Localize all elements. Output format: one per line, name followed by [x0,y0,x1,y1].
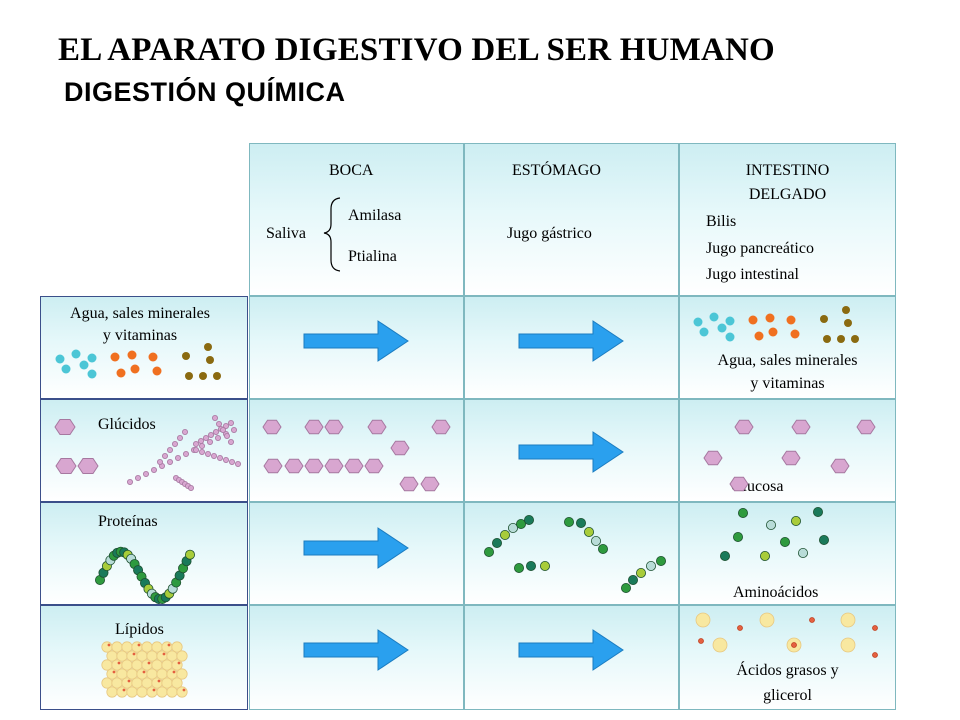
cell-proteinas-boca [249,502,464,605]
cell-lipidos-boca [249,605,464,710]
row-label-agua-line2: y vitaminas [102,327,178,344]
jugo-gastrico-label: Jugo gástrico [507,225,592,242]
enzyme-ptialina: Ptialina [348,248,397,265]
result-acidos-line1: Ácidos grasos y [736,662,839,679]
cell-agua-estomago [464,296,679,399]
page-title: EL APARATO DIGESTIVO DEL SER HUMANO [58,32,775,68]
cell-lipidos-intestino [679,605,896,710]
cell-proteinas-estomago [464,502,679,605]
cell-proteinas-intestino [679,502,896,605]
result-acidos-line2: glicerol [763,687,812,704]
enzyme-amilasa: Amilasa [348,207,402,224]
header-cell-boca [249,143,464,296]
cell-glucidos-estomago [464,399,679,502]
header-cell-estomago [464,143,679,296]
secretion-jugo-intestinal: Jugo intestinal [706,266,799,283]
secretion-bilis: Bilis [706,213,737,230]
cell-agua-boca [249,296,464,399]
row-label-agua [40,296,248,399]
header-boca: BOCA [329,162,374,179]
secretion-jugo-pancreatico: Jugo pancreático [706,240,814,257]
row-label-glucidos-text: Glúcidos [98,416,156,433]
row-label-proteinas [40,502,248,605]
result-aminoacidos: Aminoácidos [733,584,819,601]
result-glucosa: Glucosa [731,478,784,495]
header-cell-intestino [679,143,896,296]
header-estomago: ESTÓMAGO [512,162,601,179]
result-agua-line1: Agua, sales minerales [717,352,858,369]
row-label-proteinas-text: Proteínas [98,513,158,530]
row-label-lipidos-text: Lípidos [115,621,164,638]
header-intestino-line1: INTESTINO [745,162,830,179]
page-subtitle: DIGESTIÓN QUÍMICA [64,77,346,107]
cell-glucidos-intestino [679,399,896,502]
header-intestino-line2: DELGADO [748,186,827,203]
saliva-label: Saliva [266,225,306,242]
cell-glucidos-boca [249,399,464,502]
result-agua-line2: y vitaminas [750,375,825,392]
row-label-agua-line1: Agua, sales minerales [70,305,210,322]
cell-lipidos-estomago [464,605,679,710]
